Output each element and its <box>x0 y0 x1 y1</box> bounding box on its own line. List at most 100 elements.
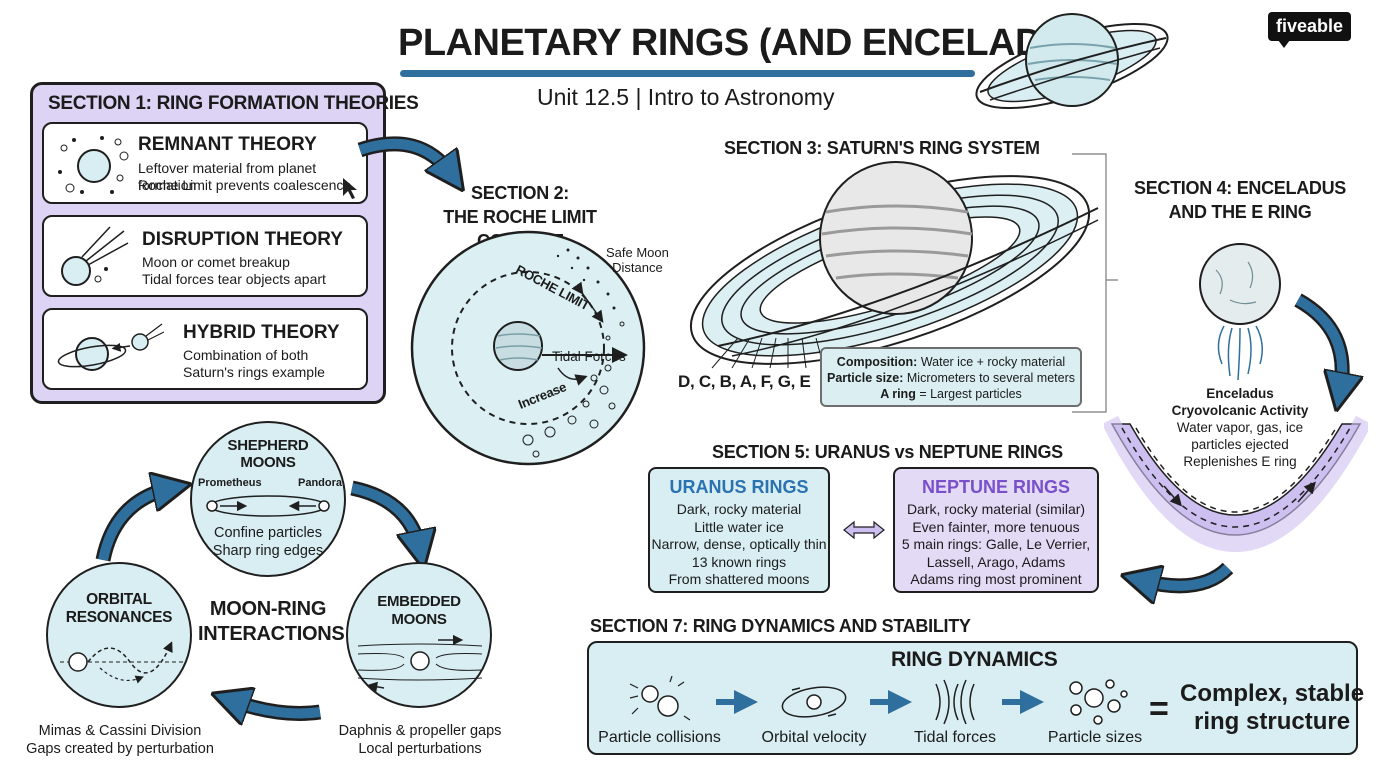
uranus-line5: From shattered moons <box>668 571 810 587</box>
shepherd-title-line2: MOONS <box>240 454 296 471</box>
pandora-label: Pandora <box>298 477 343 489</box>
hybrid-theory-line1: Combination of both <box>183 347 309 363</box>
uranus-line4: 13 known rings <box>691 553 787 570</box>
section3-heading: SECTION 3: SATURN'S RING SYSTEM <box>724 138 1040 158</box>
uranus-line2: Little water ice <box>694 518 784 535</box>
arrow-shepherd-to-embedded <box>350 483 420 550</box>
neptune-line4: Lassell, Arago, Adams <box>926 553 1066 570</box>
composition-box: Composition: Water ice + rocky material … <box>820 347 1082 407</box>
uranus-rings-title: URANUS RINGS <box>669 477 809 497</box>
factor-particle-sizes: Particle sizes <box>1047 729 1143 746</box>
header-saturn-illustration <box>975 13 1169 110</box>
cursor-icon <box>343 178 357 199</box>
arrow-embedded-to-orbital <box>230 700 321 714</box>
safe-moon-line1: Safe Moon <box>606 245 669 260</box>
orbital-resonances-title: ORBITAL RESONANCES <box>46 591 192 627</box>
factor-particle-collisions: Particle collisions <box>598 729 721 746</box>
orbital-title-line1: ORBITAL <box>86 591 152 608</box>
remnant-theory-line1: Leftover material from planet formation <box>138 160 317 193</box>
hybrid-theory-title: HYBRID THEORY <box>183 322 340 343</box>
orbital-title-line2: RESONANCES <box>65 609 173 626</box>
disruption-theory-title: DISRUPTION THEORY <box>142 229 343 250</box>
saturn-rings-illustration <box>689 161 1099 369</box>
composition-line2-value: Micrometers to several meters <box>903 371 1075 385</box>
neptune-line3: 5 main rings: Galle, Le Verrier, <box>901 536 1091 552</box>
embedded-moons-title: EMBEDDED MOONS <box>346 593 492 629</box>
arrow-orbital-to-shepherd <box>98 488 172 562</box>
disruption-theory-line2: Tidal forces tear objects apart <box>142 271 326 287</box>
uranus-line3: Narrow, dense, optically thin <box>651 536 827 552</box>
embedded-title-line1: EMBEDDED <box>377 593 461 610</box>
section7-heading: SECTION 7: RING DYNAMICS AND STABILITY <box>590 616 971 636</box>
embedded-title-line2: MOONS <box>391 611 447 628</box>
prometheus-label: Prometheus <box>198 477 262 489</box>
disruption-theory-line1: Moon or comet breakup <box>142 254 290 270</box>
composition-line1: Composition: Water ice + rocky material <box>822 354 1080 370</box>
composition-line2-key: Particle size: <box>826 371 904 385</box>
title-underline <box>400 70 975 77</box>
tidal-forces-icon <box>935 679 975 725</box>
orbital-resonances-caption: Mimas & Cassini Division Gaps created by… <box>20 722 220 758</box>
remnant-theory-line2: Roche Limit prevents coalescence <box>138 177 352 193</box>
shepherd-line2: Sharp ring edges <box>212 543 324 559</box>
ring-dynamics-result: Complex, stable ring structure <box>1180 680 1364 736</box>
ring-letters-label: D, C, B, A, F, G, E <box>678 372 811 391</box>
factor-orbital-velocity: Orbital velocity <box>761 729 867 746</box>
interactions-line2: INTERACTIONS <box>198 623 345 645</box>
enceladus-caption-line2: particles ejected <box>1191 437 1289 452</box>
enceladus-illustration <box>1199 243 1281 381</box>
shepherd-ring-icon <box>206 495 330 517</box>
neptune-rings-title: NEPTUNE RINGS <box>921 477 1071 497</box>
hybrid-theory-line2: Saturn's rings example <box>183 364 325 380</box>
section1-heading: SECTION 1: RING FORMATION THEORIES <box>48 93 419 114</box>
remnant-theory-card: REMNANT THEORY Leftover material from pl… <box>42 122 368 204</box>
orbital-resonances-circle <box>46 562 192 708</box>
ring-dynamics-icons <box>629 676 1128 725</box>
enceladus-caption: Enceladus Cryovolcanic Activity Water va… <box>1160 385 1320 470</box>
section4-heading: SECTION 4: ENCELADUS AND THE E RING <box>1130 176 1350 224</box>
composition-line2: Particle size: Micrometers to several me… <box>822 370 1080 386</box>
debris-cloud-icon <box>58 136 129 194</box>
shepherd-title-line1: SHEPHERD <box>227 437 309 454</box>
e-ring-illustration <box>1104 416 1368 552</box>
composition-line3: A ring = Largest particles <box>822 386 1080 402</box>
safe-moon-label: Safe Moon Distance <box>606 245 669 275</box>
embedded-caption-line1: Daphnis & propeller gaps <box>338 723 502 739</box>
enceladus-caption-bold1: Enceladus <box>1206 386 1274 401</box>
hybrid-theory-card: HYBRID THEORY Combination of both Saturn… <box>42 308 368 390</box>
result-line2: ring structure <box>1194 708 1351 735</box>
compare-double-arrow-icon <box>843 520 885 540</box>
brand-logo: fiveable <box>1268 12 1352 48</box>
shepherd-moons-circle <box>190 421 346 577</box>
composition-line1-value: Water ice + rocky material <box>917 355 1066 369</box>
shepherd-line1: Confine particles <box>214 525 322 541</box>
remnant-theory-title: REMNANT THEORY <box>138 134 317 155</box>
page-title: PLANETARY RINGS (AND ENCELADUS) <box>398 22 1106 64</box>
propeller-gap-icon <box>358 634 482 692</box>
orbital-caption-line1: Mimas & Cassini Division <box>38 723 202 739</box>
resonance-wave-icon <box>60 641 184 684</box>
embedded-caption-line2: Local perturbations <box>358 741 482 757</box>
comet-breakup-icon <box>61 226 129 286</box>
saturn-comet-icon <box>57 323 164 371</box>
section5-heading: SECTION 5: URANUS vs NEPTUNE RINGS <box>712 442 1063 462</box>
disruption-theory-card: DISRUPTION THEORY Moon or comet breakup … <box>42 215 368 297</box>
equals-sign: = <box>1149 690 1169 728</box>
neptune-line1: Dark, rocky material (similar) <box>906 501 1086 517</box>
neptune-line5: Adams ring most prominent <box>910 571 1082 587</box>
section4-heading-line1: SECTION 4: ENCELADUS <box>1133 178 1347 198</box>
ring-dynamics-title: RING DYNAMICS <box>891 648 1058 671</box>
uranus-line1: Dark, rocky material <box>676 501 802 517</box>
arrow-enceladus-to-ring <box>1295 295 1342 392</box>
neptune-rings-box: NEPTUNE RINGS Dark, rocky material (simi… <box>893 467 1099 593</box>
neptune-line2: Even fainter, more tenuous <box>912 518 1080 535</box>
moon-ring-interactions-label: MOON-RING INTERACTIONS <box>198 597 345 647</box>
orbital-velocity-icon <box>781 686 847 718</box>
enceladus-caption-line3: Replenishes E ring <box>1183 454 1297 469</box>
ring-dynamics-panel <box>587 641 1358 755</box>
section4-heading-line2: AND THE E RING <box>1168 202 1312 222</box>
enceladus-caption-bold2: Cryovolcanic Activity <box>1171 403 1309 418</box>
factor-tidal-forces: Tidal forces <box>913 729 997 746</box>
page-subtitle: Unit 12.5 | Intro to Astronomy <box>537 84 835 110</box>
composition-line3-value: = Largest particles <box>915 387 1022 401</box>
